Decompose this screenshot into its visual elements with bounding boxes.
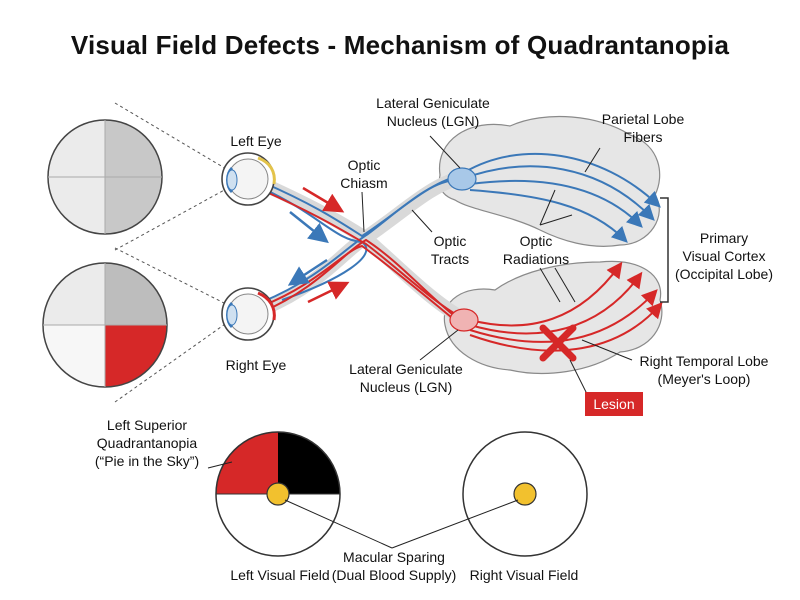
- lesion-tag: [585, 392, 643, 416]
- lgn-bottom-nucleus: [449, 308, 479, 332]
- arrow-red-upper: [302, 186, 345, 213]
- left-superior-label-line1: Left Superior: [107, 417, 187, 433]
- lgn-bottom-label-line1: Lateral Geniculate: [349, 361, 463, 377]
- optic-chiasm-label-line2: Chiasm: [340, 175, 387, 191]
- right-eye-graphic: [221, 287, 276, 341]
- temporal-lobe-label-line2: (Meyer's Loop): [658, 371, 751, 387]
- lesion-label: Lesion: [593, 396, 634, 412]
- left-eye-graphic: [221, 152, 276, 206]
- lower-hemisphere-shape: [443, 260, 663, 375]
- optic-chiasm-label-line1: Optic: [348, 157, 381, 173]
- lesion-x-mark: [539, 324, 577, 362]
- macular-label-line2: (Dual Blood Supply): [332, 567, 457, 583]
- visual-cortex-label-line2: Visual Cortex: [682, 248, 765, 264]
- bottom-leader-lines: [207, 461, 519, 549]
- temporal-lobe-label-line1: Right Temporal Lobe: [640, 353, 769, 369]
- lgn-top-label-line1: Lateral Geniculate: [376, 95, 490, 111]
- arrow-blue-upper: [289, 211, 329, 244]
- left-superior-label-line2: Quadrantanopia: [97, 435, 198, 451]
- left-superior-label-line3: (“Pie in the Sky”): [95, 453, 199, 469]
- left-eye-label: Left Eye: [230, 133, 282, 149]
- lgn-bottom-label-line2: Nucleus (LGN): [360, 379, 453, 395]
- lower-optic-radiations: [469, 261, 663, 352]
- lower-eye-field-diagram: [42, 262, 168, 388]
- projection-lines: [114, 102, 229, 403]
- parietal-label-line1: Parietal Lobe: [602, 111, 685, 127]
- page-title: Visual Field Defects - Mechanism of Quad…: [70, 30, 730, 60]
- lgn-top-nucleus: [447, 167, 477, 191]
- upper-eye-field-diagram: [47, 119, 163, 235]
- optic-radiations-label-line2: Radiations: [503, 251, 569, 267]
- cortex-bracket: [660, 197, 669, 303]
- visual-cortex-label-line3: (Occipital Lobe): [675, 266, 773, 282]
- lgn-top-label-line2: Nucleus (LGN): [387, 113, 480, 129]
- macular-label-line1: Macular Sparing: [343, 549, 445, 565]
- right-visual-field-label: Right Visual Field: [470, 567, 579, 583]
- parietal-label-line2: Fibers: [624, 129, 663, 145]
- right-eye-label: Right Eye: [226, 357, 287, 373]
- optic-radiations-label-line1: Optic: [520, 233, 553, 249]
- visual-cortex-label-line1: Primary: [700, 230, 748, 246]
- arrow-blue-lower: [287, 258, 328, 286]
- optic-tracts-label-line2: Tracts: [431, 251, 469, 267]
- upper-hemisphere-shape: [438, 115, 661, 247]
- upper-optic-radiations: [464, 152, 661, 243]
- left-visual-field-label: Left Visual Field: [230, 567, 329, 583]
- left-macula-dot: [266, 482, 290, 506]
- optic-tracts-label-line1: Optic: [434, 233, 467, 249]
- arrow-red-lower: [307, 281, 350, 304]
- right-visual-field-diagram: [462, 431, 588, 557]
- left-visual-field-diagram: [215, 431, 341, 557]
- right-macula-dot: [513, 482, 537, 506]
